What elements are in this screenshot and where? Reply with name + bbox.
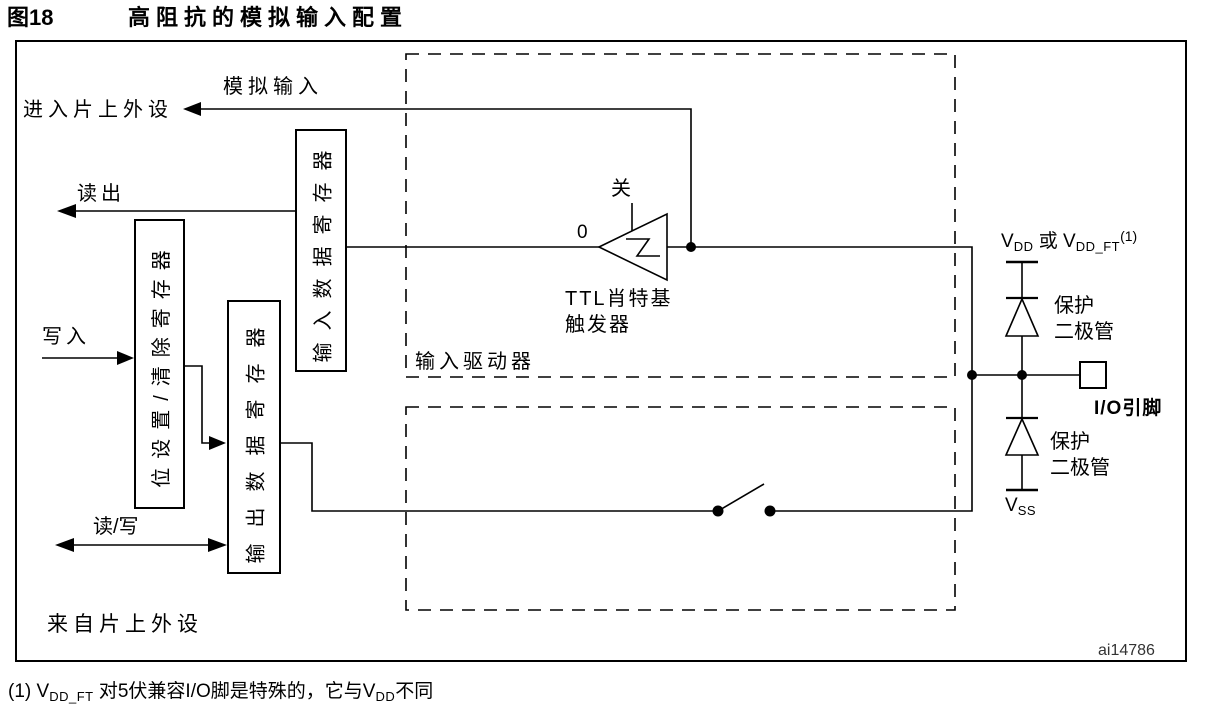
label-vss: VSS — [1005, 495, 1036, 519]
vdd-v: V — [1001, 231, 1014, 252]
arrowheads — [55, 102, 227, 552]
footnote-v1-sub: DD_FT — [49, 689, 94, 704]
wire-set-reset-step — [181, 365, 209, 444]
junction-dots — [686, 242, 1027, 517]
vdd-footnote-ref: (1) — [1120, 228, 1138, 244]
arrowhead-read-write-left — [55, 538, 74, 552]
dashed-box-input-driver — [405, 53, 956, 378]
wire-output-path — [277, 442, 718, 512]
register-input-data-label: 输入数据寄存器 — [312, 138, 335, 363]
figure-label: 图18 — [7, 5, 54, 30]
label-input-driver: 输入驱动器 — [415, 351, 535, 373]
label-schmitt-off: 关 — [611, 178, 631, 200]
junction-dot — [686, 242, 696, 252]
vdd-sub: DD — [1013, 239, 1034, 254]
vss-v: V — [1005, 495, 1018, 516]
diode-lower-icon — [1004, 417, 1040, 456]
schmitt-trigger-icon — [597, 212, 668, 282]
junction-dot — [1017, 370, 1027, 380]
arrowhead-set-reset — [209, 436, 226, 450]
label-protection-upper-line1: 保护 — [1054, 295, 1094, 317]
label-write: 写入 — [42, 326, 90, 348]
label-protection-upper: 保护 二极管 — [1054, 293, 1114, 345]
switch-contact-dot — [764, 505, 776, 517]
wire-io-to-trigger — [667, 246, 973, 512]
arrowhead-analog-input — [183, 102, 201, 116]
figure-frame — [15, 40, 1187, 662]
vddft-v: V — [1063, 231, 1076, 252]
figure-watermark: ai14786 — [1098, 642, 1155, 659]
label-vdd: VDD 或 VDD_FT(1) — [1001, 228, 1137, 255]
register-output-data-label: 输出数据寄存器 — [245, 311, 268, 563]
footnote: (1) VDD_FT 对5伏兼容I/O脚是特殊的，它与VDD不同 — [8, 676, 433, 704]
wires — [42, 108, 1080, 546]
label-schmitt-line2: 触发器 — [565, 314, 631, 336]
label-protection-lower: 保护 二极管 — [1050, 429, 1110, 481]
io-pad-icon — [1079, 361, 1107, 389]
switch-contact-dot — [712, 505, 724, 517]
label-read-write: 读/写 — [93, 516, 139, 538]
register-bit-set-reset: 位设置/清除寄存器 — [134, 219, 185, 509]
label-protection-upper-line2: 二极管 — [1054, 321, 1114, 343]
label-analog-input: 模拟输入 — [223, 76, 323, 98]
footnote-mid: 对5伏兼容I/O脚是特殊的，它与 — [93, 681, 363, 702]
footnote-v2-sub: DD — [375, 689, 396, 704]
wire-analog-input — [199, 108, 692, 247]
label-to-peripheral: 进入片上外设 — [23, 99, 173, 121]
label-from-peripheral: 来自片上外设 — [47, 613, 203, 636]
hysteresis-icon — [626, 238, 660, 257]
footnote-prefix: (1) — [8, 681, 37, 702]
arrowhead-write — [117, 351, 134, 365]
vdd-or: 或 — [1033, 231, 1064, 252]
footnote-v1: V — [36, 681, 50, 702]
junction-dot — [967, 370, 977, 380]
label-schmitt-trigger: TTL肖特基 触发器 — [565, 286, 673, 338]
register-bit-set-reset-label: 位设置/清除寄存器 — [151, 240, 173, 488]
footnote-tail: 不同 — [395, 681, 434, 702]
dashed-box-output-driver — [405, 406, 956, 611]
figure-title: 高阻抗的模拟输入配置 — [128, 5, 409, 30]
vss-sub: SS — [1017, 503, 1037, 518]
label-schmitt-zero: 0 — [577, 222, 588, 243]
label-schmitt-line1: TTL肖特基 — [565, 288, 673, 310]
label-read-out: 读出 — [77, 183, 125, 205]
switch-lever-icon — [717, 483, 765, 512]
register-input-data: 输入数据寄存器 — [295, 129, 347, 372]
diode-upper-icon — [1004, 296, 1040, 337]
register-output-data: 输出数据寄存器 — [227, 300, 281, 574]
label-io-pin: I/O引脚 — [1094, 398, 1163, 419]
arrowhead-read-write-right — [208, 538, 227, 552]
label-protection-lower-line2: 二极管 — [1050, 457, 1110, 479]
footnote-v2: V — [362, 681, 376, 702]
label-protection-lower-line1: 保护 — [1050, 431, 1090, 453]
arrowhead-read-out — [57, 204, 76, 218]
vddft-sub: DD_FT — [1075, 239, 1121, 254]
